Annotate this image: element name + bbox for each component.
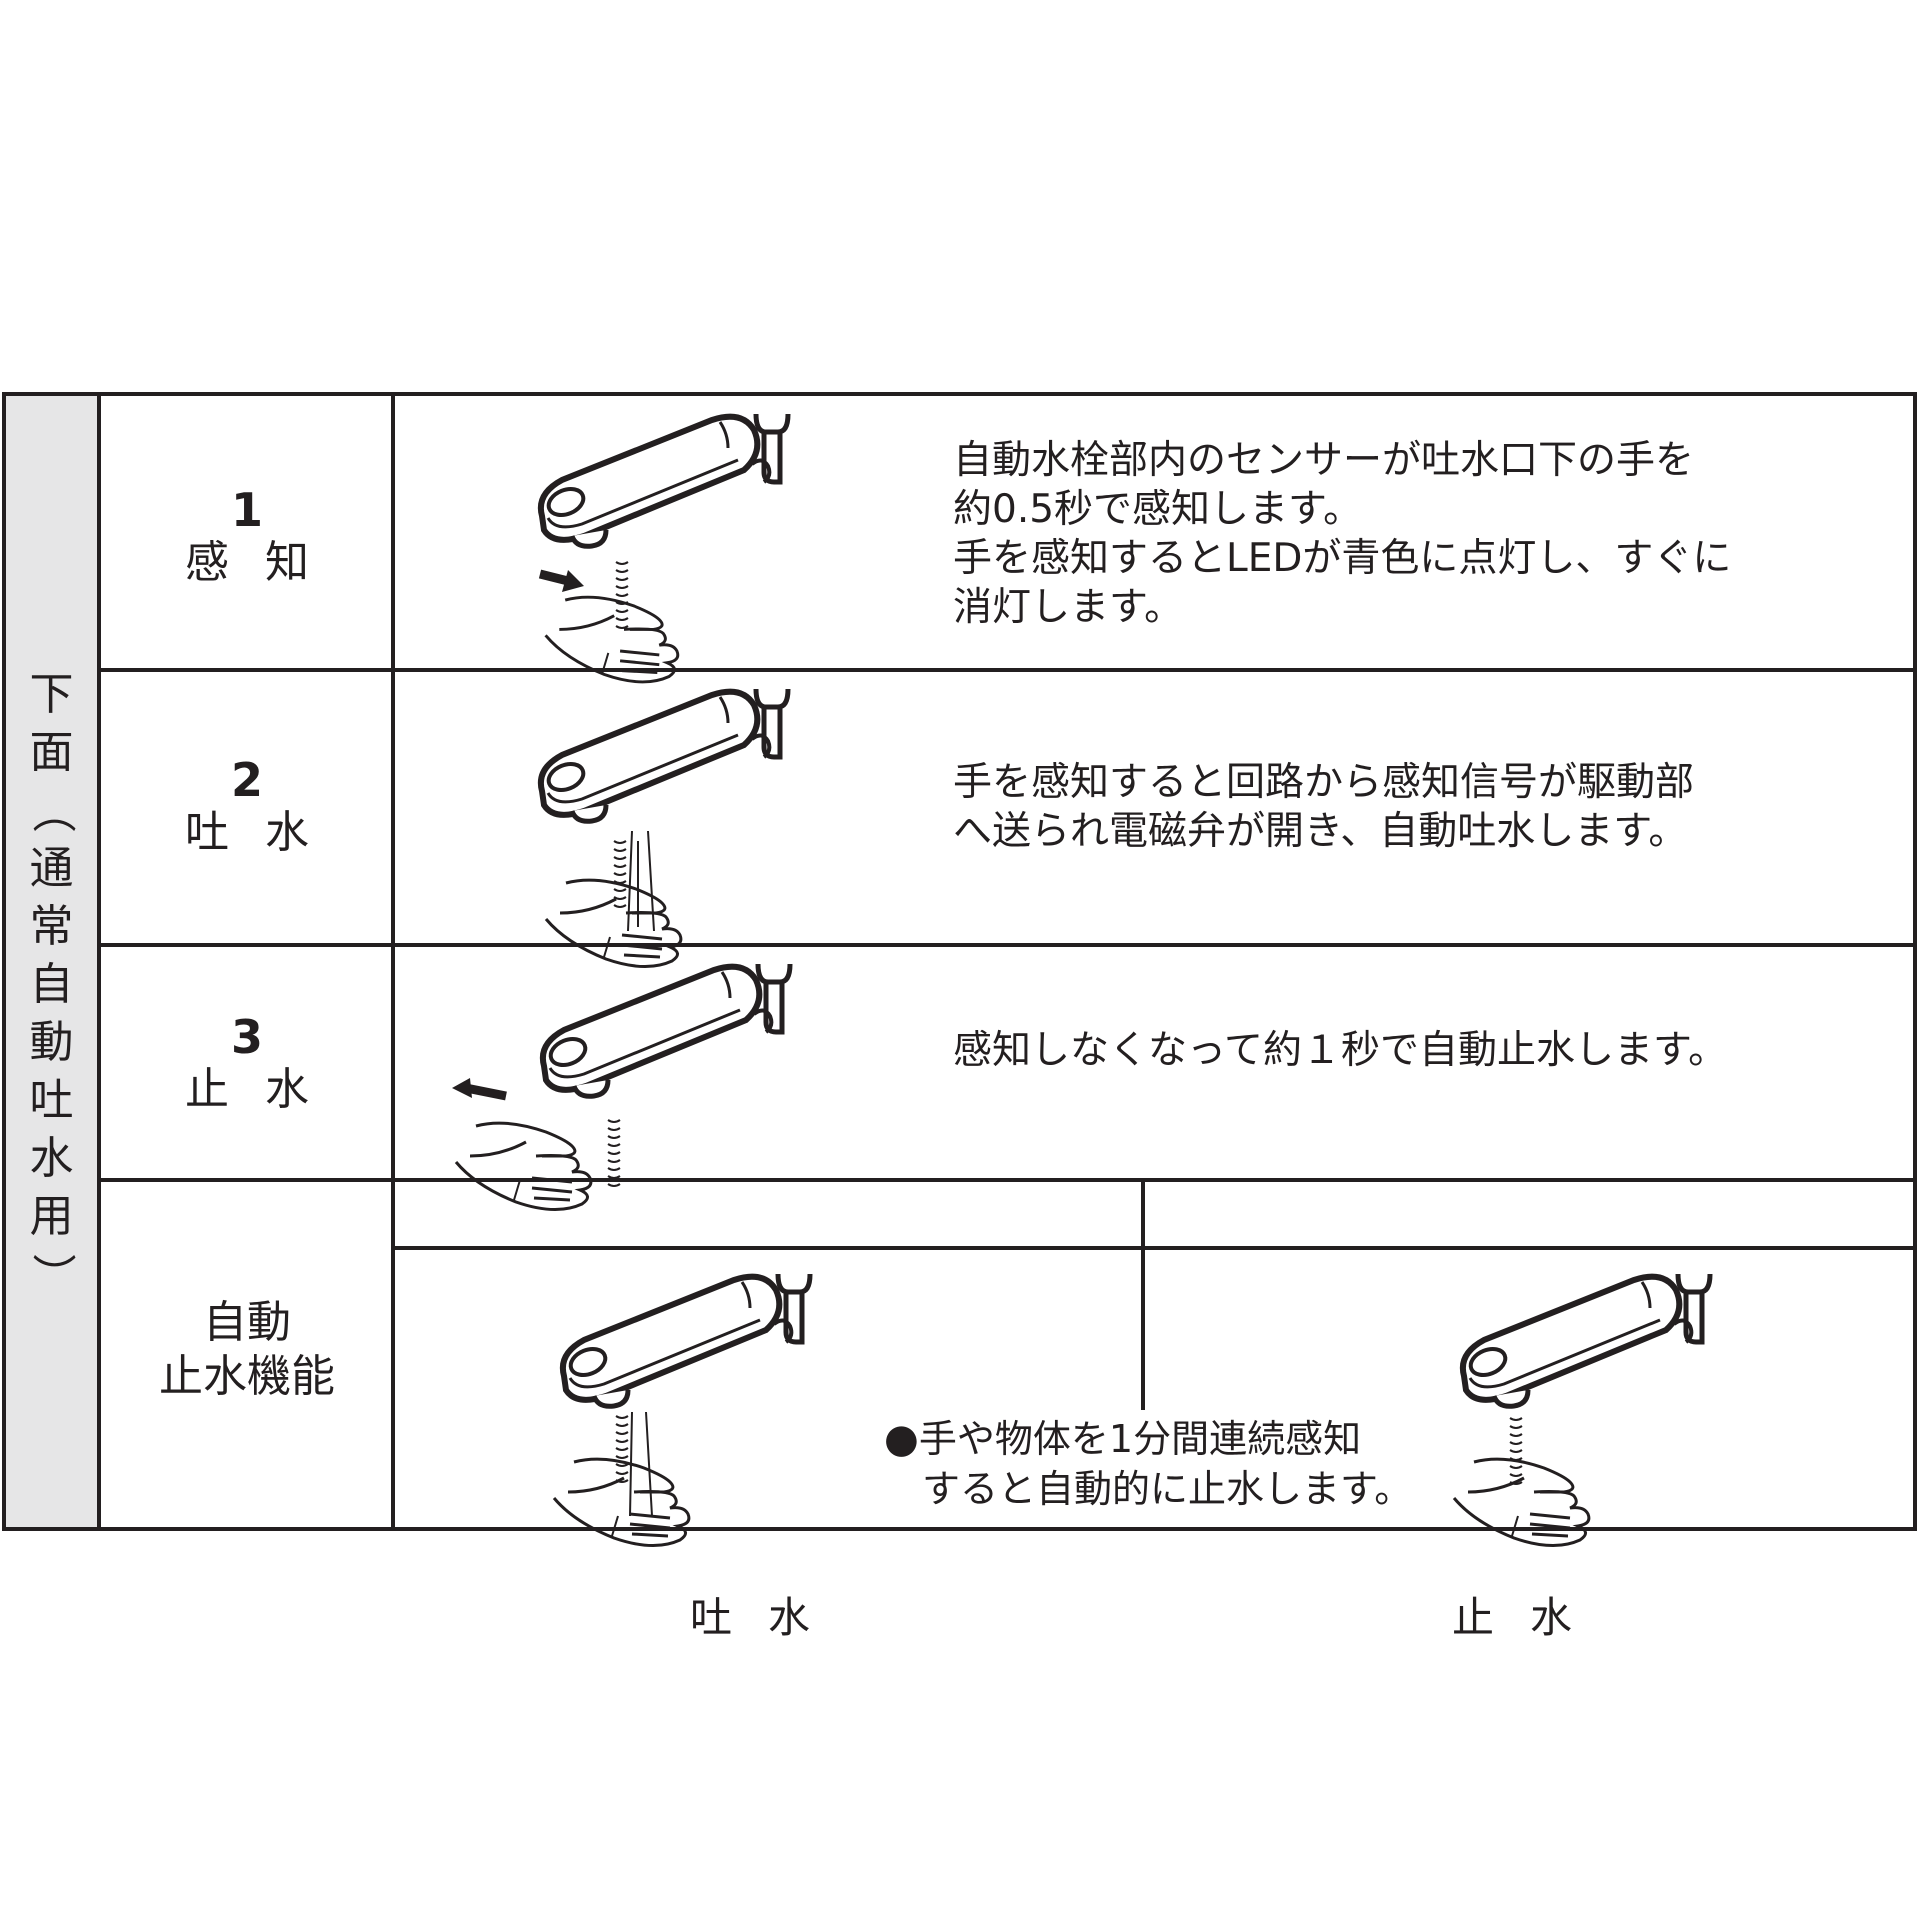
- side-title-char: 用: [29, 1191, 74, 1242]
- description-line: 約0.5秒で感知します。: [953, 487, 1363, 532]
- auto-stop-label-line: 自動: [203, 1297, 291, 1348]
- bullet-icon: ●: [884, 1416, 919, 1462]
- side-title-char: 水: [29, 1133, 74, 1184]
- description-line: 自動水栓部内のセンサーが吐水口下の手を: [953, 438, 1695, 483]
- step-number: 2: [230, 753, 263, 807]
- description-line: 手を感知すると回路から感知信号が駆動部: [953, 760, 1695, 805]
- side-header: 下 面 （ 通 常 自 動 吐 水 用 ）: [6, 396, 101, 1527]
- side-title-char: 常: [29, 901, 74, 952]
- row-divider: [97, 668, 1913, 672]
- step-title: 吐水: [185, 807, 345, 858]
- step-title: 止水: [185, 1064, 345, 1115]
- auto-stop-label: 自動 止水機能: [101, 1296, 393, 1404]
- faucet-water-flowing-icon: [546, 1266, 826, 1548]
- column-divider: [391, 396, 395, 1527]
- side-title-char: 吐: [29, 1075, 74, 1126]
- step-number: 1: [230, 483, 263, 537]
- step-number: 3: [230, 1010, 263, 1064]
- auto-stop-note: ●手や物体を1分間連続感知 すると自動的に止水します。: [884, 1414, 1412, 1514]
- side-title-char: （: [26, 789, 78, 833]
- side-title-char: 通: [29, 843, 74, 894]
- column-header-water-off: 止水: [1451, 1593, 1608, 1642]
- step-title: 感知: [185, 537, 345, 588]
- description-line: へ送られ電磁弁が開き、自動吐水します。: [953, 809, 1688, 854]
- step-2-label: 2 吐水: [101, 754, 393, 860]
- faucet-hand-leaving-icon: [446, 956, 806, 1212]
- row-divider: [97, 943, 1913, 947]
- instruction-table: 下 面 （ 通 常 自 動 吐 水 用 ） 1 感知: [2, 392, 1917, 1642]
- step-2-description: 手を感知すると回路から感知信号が駆動部 へ送られ電磁弁が開き、自動吐水します。: [953, 758, 1694, 856]
- faucet-water-flowing-icon: [526, 681, 806, 969]
- description-line: 消灯します。: [953, 585, 1184, 630]
- row-divider: [97, 1178, 1913, 1182]
- subheader-divider: [391, 1246, 1913, 1250]
- auto-stop-column-divider: [1141, 1178, 1145, 1410]
- step-1-description: 自動水栓部内のセンサーが吐水口下の手を 約0.5秒で感知します。 手を感知すると…: [953, 436, 1731, 632]
- description-line: 手を感知するとLEDが青色に点灯し、すぐに: [953, 536, 1732, 581]
- note-line: すると自動的に止水します。: [922, 1467, 1413, 1511]
- side-title-char: 自: [29, 959, 74, 1010]
- description-line: 感知しなくなって約１秒で自動止水します。: [953, 1028, 1728, 1073]
- faucet-hand-approaching-icon: [526, 406, 806, 684]
- note-line: 手や物体を1分間連続感知: [918, 1417, 1362, 1461]
- step-3-label: 3 止水: [101, 1011, 393, 1117]
- side-title-char: 動: [29, 1017, 74, 1068]
- auto-stop-label-line: 止水機能: [159, 1351, 335, 1402]
- side-title-char: 下: [29, 669, 74, 720]
- side-title-char: ）: [26, 1253, 78, 1297]
- column-header-water-on: 吐水: [689, 1593, 846, 1642]
- step-3-description: 感知しなくなって約１秒で自動止水します。: [953, 1026, 1727, 1075]
- faucet-water-stopped-icon: [1446, 1266, 1726, 1548]
- side-title: 下 面 （ 通 常 自 動 吐 水 用 ）: [6, 666, 97, 1304]
- side-title-char: 面: [29, 727, 74, 778]
- step-1-label: 1 感知: [101, 484, 393, 590]
